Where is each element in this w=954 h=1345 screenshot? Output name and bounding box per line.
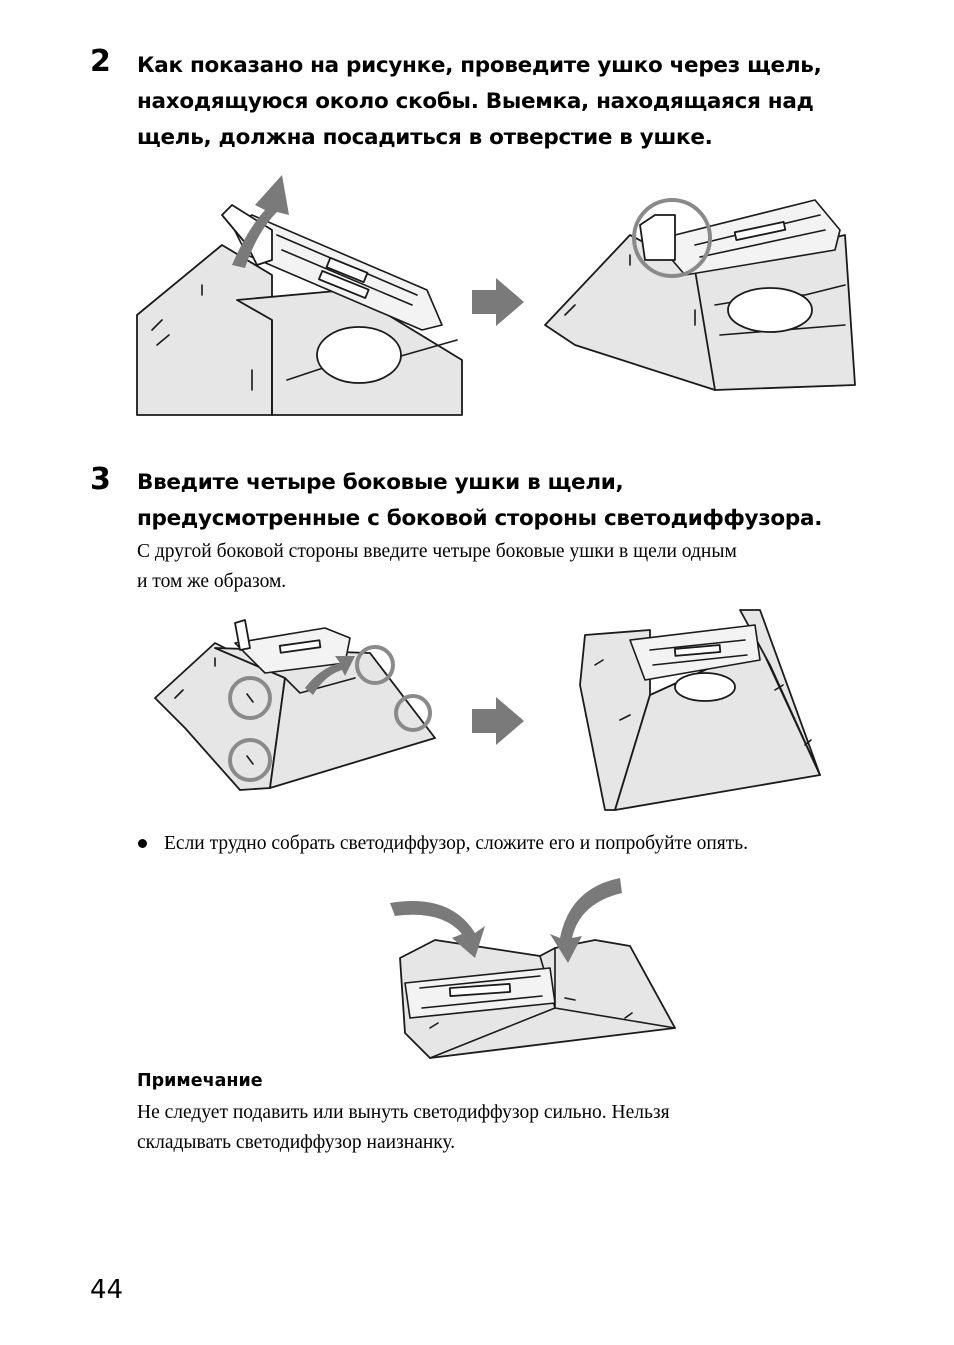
- note-line: складывать светодиффузор наизнанку.: [137, 1132, 456, 1153]
- step-2-number: 2: [90, 44, 111, 79]
- diffuser-hole: [727, 287, 813, 333]
- step-2-heading-line: Как показано на рисунке, проведите ушко …: [137, 53, 822, 78]
- bullet-marker: [138, 839, 147, 848]
- step-3-body: С другой боковой стороны введите четыре …: [137, 537, 917, 597]
- step-3-heading: Введите четыре боковые ушки в щели, пред…: [137, 465, 917, 537]
- page-number: 44: [90, 1275, 124, 1305]
- next-arrow: [472, 697, 524, 745]
- step-3-number: 3: [90, 462, 111, 497]
- step-3-heading-line: предусмотренные с боковой стороны светод…: [137, 506, 823, 531]
- step-2-figure-before: [136, 175, 463, 416]
- note-body: Не следует подавить или вынуть светодифф…: [137, 1098, 917, 1158]
- step-3-heading-line: Введите четыре боковые ушки в щели,: [137, 470, 624, 495]
- tab-circle-3: [355, 645, 395, 685]
- fold-arrow-left: [390, 901, 485, 958]
- step-3-figure-before: [154, 619, 436, 791]
- fold-arrow: [305, 656, 355, 695]
- step-2-heading-line: находящуюся около скобы. Выемка, находящ…: [137, 89, 814, 114]
- folding-figure: [390, 878, 676, 1059]
- detail-circle: [632, 198, 712, 278]
- bracket-tab: [234, 619, 251, 651]
- tab-circle-2: [228, 738, 272, 782]
- step-2-figure-after: [544, 198, 856, 391]
- note-line: Не следует подавить или вынуть светодифф…: [137, 1102, 670, 1123]
- bullet-text: Если трудно собрать светодиффузор, сложи…: [164, 833, 749, 854]
- bracket-tab: [639, 214, 676, 261]
- tab-circle-4: [394, 694, 432, 732]
- note-title: Примечание: [137, 1071, 263, 1091]
- next-arrow: [472, 278, 524, 326]
- lift-arrow: [232, 175, 289, 268]
- step-3-body-line: С другой боковой стороны введите четыре …: [137, 541, 737, 562]
- step-3-body-line: и том же образом.: [137, 571, 287, 592]
- fold-arrow-right: [550, 878, 622, 963]
- step-2-heading: Как показано на рисунке, проведите ушко …: [137, 48, 917, 156]
- diffuser-hole: [674, 672, 736, 702]
- diffuser-hole: [316, 326, 402, 384]
- diffuser-right-panel: [739, 609, 821, 776]
- step-2-heading-line: щель, должна посадиться в отверстие в уш…: [137, 125, 713, 150]
- step-3-figure-after: [579, 609, 821, 811]
- tab-circle-1: [228, 676, 272, 720]
